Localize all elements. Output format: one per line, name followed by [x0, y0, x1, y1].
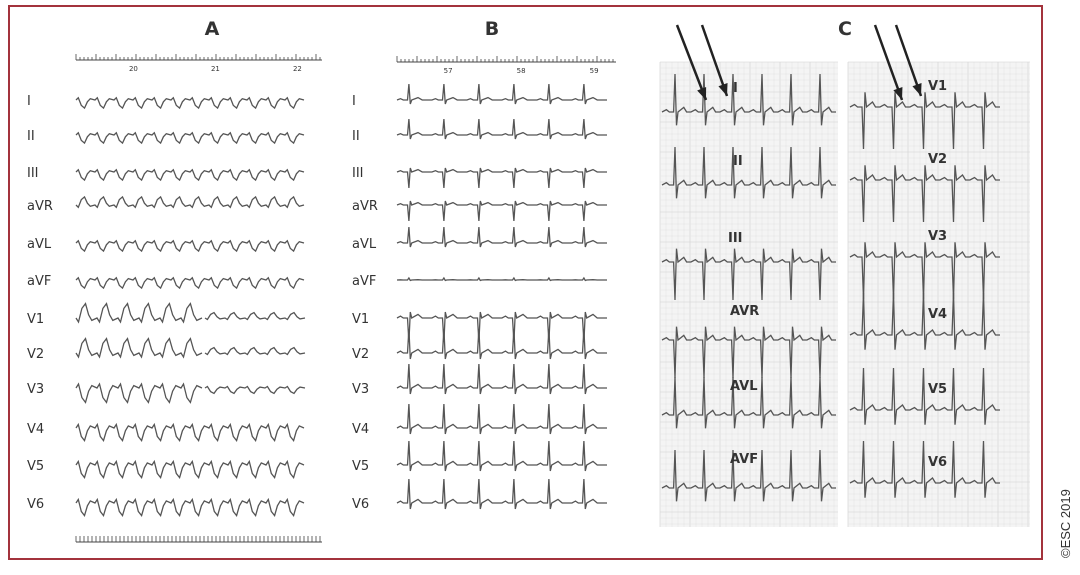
- ecg-trace-avl: [396, 226, 607, 248]
- ecg-trace-v5: [396, 440, 607, 472]
- ecg-trace-c-v5: [849, 367, 1000, 425]
- ecg-trace-v6: [396, 478, 607, 510]
- lead-label-v3: V3: [27, 382, 44, 397]
- lead-label-c-iii: III: [728, 231, 743, 246]
- ecg-trace-avf: [75, 276, 305, 290]
- lead-label-v1: V1: [352, 312, 369, 327]
- arrow-icon: [873, 24, 904, 101]
- lead-label-v6: V6: [27, 497, 44, 512]
- ecg-trace-avr: [396, 200, 607, 222]
- ecg-trace-v1: [396, 311, 607, 343]
- ecg-trace-i: [661, 73, 836, 126]
- ruler-number: 22: [293, 65, 302, 73]
- lead-label-c-avr: AVR: [730, 304, 759, 319]
- ecg-trace-avr: [75, 195, 305, 209]
- lead-label-c-v4: V4: [928, 307, 947, 322]
- lead-label-c-avl: AVL: [730, 379, 758, 394]
- ecg-trace-v6: [75, 497, 305, 518]
- ecg-trace-c-v4: [849, 292, 1000, 350]
- ecg-trace-v2-late: [204, 346, 306, 356]
- ecg-trace-v4: [396, 403, 607, 435]
- ecg-trace-ii: [396, 118, 607, 140]
- lead-label-c-v2: V2: [928, 152, 947, 167]
- ruler-number: 58: [517, 67, 526, 75]
- lead-label-c-v6: V6: [928, 455, 947, 470]
- lead-label-avl: aVL: [27, 237, 52, 252]
- ruler-number: 59: [590, 67, 599, 75]
- ecg-trace-iii: [396, 167, 607, 189]
- panel-label-b: B: [485, 18, 499, 40]
- lead-label-v4: V4: [352, 422, 369, 437]
- ecg-trace-iii: [75, 168, 305, 182]
- bottom-ruler-a: [75, 536, 322, 543]
- lead-label-c-ii: II: [733, 154, 743, 169]
- ecg-trace-c-v1: [849, 92, 1000, 150]
- ecg-trace-v1-late: [204, 311, 306, 321]
- ecg-trace-i: [396, 83, 607, 105]
- lead-label-v2: V2: [352, 347, 369, 362]
- time-ruler-b: 57 58 59: [396, 56, 616, 75]
- ecg-trace-ii: [75, 131, 305, 145]
- lead-label-c-i: I: [733, 81, 738, 96]
- lead-label-v4: V4: [27, 422, 44, 437]
- ecg-trace-avr: [661, 326, 836, 379]
- lead-label-i: I: [27, 94, 31, 109]
- ruler-number: 20: [129, 65, 138, 73]
- lead-label-v1: V1: [27, 312, 44, 327]
- lead-label-avr: aVR: [27, 199, 53, 214]
- lead-label-c-v1: V1: [928, 79, 947, 94]
- ecg-paper-limb: [659, 61, 838, 527]
- ecg-trace-iii: [661, 248, 836, 301]
- lead-label-ii: II: [27, 129, 35, 144]
- time-ruler-a: 20 21 22: [75, 54, 322, 73]
- ecg-trace-v5: [75, 459, 305, 480]
- ecg-trace-v1: [75, 302, 203, 324]
- arrow-icon: [894, 24, 923, 97]
- lead-label-v6: V6: [352, 497, 369, 512]
- lead-label-c-v5: V5: [928, 382, 947, 397]
- ruler-number: 57: [444, 67, 453, 75]
- lead-label-iii: III: [27, 166, 39, 181]
- ecg-trace-avf: [396, 276, 607, 282]
- lead-label-i: I: [352, 94, 356, 109]
- ecg-trace-v3: [75, 382, 203, 404]
- ecg-trace-v2: [75, 337, 203, 359]
- copyright-notice: ©ESC 2019: [1058, 489, 1073, 558]
- arrow-icon: [700, 24, 729, 97]
- lead-label-c-v3: V3: [928, 229, 947, 244]
- ecg-trace-c-v3: [849, 242, 1000, 300]
- lead-label-avr: aVR: [352, 199, 378, 214]
- ecg-trace-avl: [75, 239, 305, 253]
- ecg-trace-avf: [661, 449, 836, 502]
- ecg-trace-c-v6: [849, 440, 1000, 498]
- ecg-trace-ii: [661, 146, 836, 199]
- lead-label-avf: aVF: [352, 274, 376, 289]
- lead-label-v3: V3: [352, 382, 369, 397]
- panel-label-a: A: [205, 18, 220, 40]
- ecg-trace-v4: [75, 422, 305, 443]
- ecg-trace-v2: [396, 328, 607, 360]
- ecg-trace-v3: [396, 363, 607, 395]
- panel-label-c: C: [838, 18, 852, 40]
- ecg-paper-chest: [847, 61, 1030, 527]
- lead-label-v5: V5: [352, 459, 369, 474]
- lead-label-iii: III: [352, 166, 364, 181]
- ecg-trace-v3-late: [204, 385, 306, 395]
- arrow-icon: [675, 24, 708, 101]
- lead-label-ii: II: [352, 129, 360, 144]
- lead-label-avf: aVF: [27, 274, 51, 289]
- ecg-trace-i: [75, 96, 305, 110]
- lead-label-c-avf: AVF: [730, 452, 758, 467]
- lead-label-v5: V5: [27, 459, 44, 474]
- ecg-trace-avl: [661, 376, 836, 429]
- lead-label-v2: V2: [27, 347, 44, 362]
- lead-label-avl: aVL: [352, 237, 377, 252]
- ecg-trace-c-v2: [849, 165, 1000, 223]
- ruler-number: 21: [211, 65, 220, 73]
